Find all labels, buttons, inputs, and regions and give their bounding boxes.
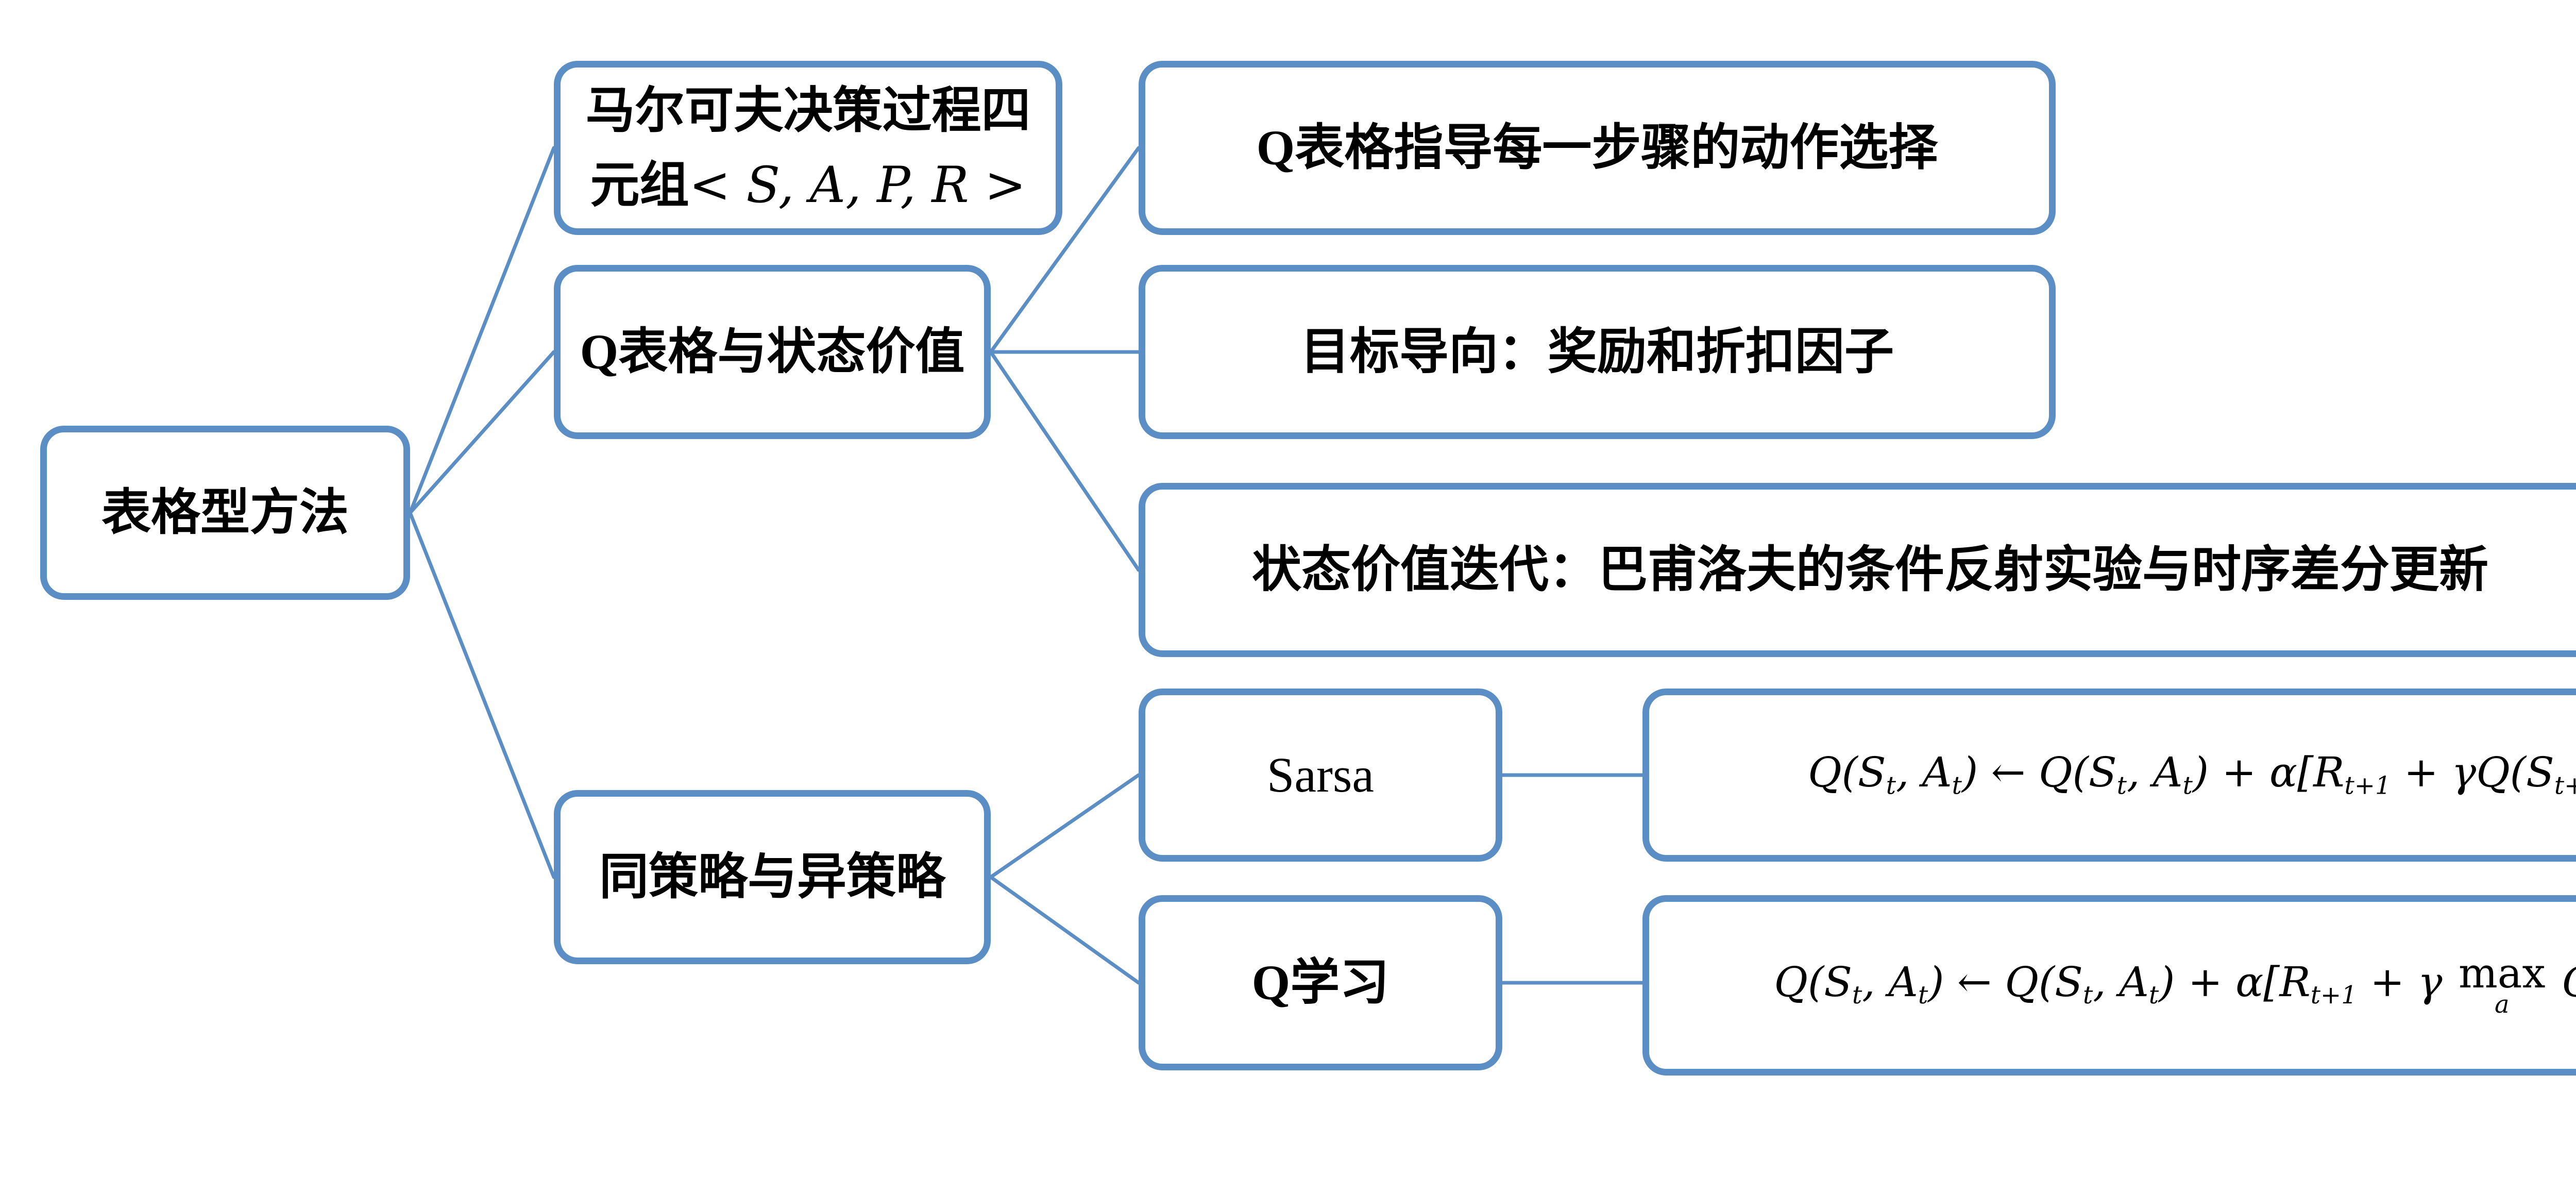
node-mdp-label-cn: 马尔可夫决策过程四元组 [585, 82, 1031, 213]
node-root-label: 表格型方法 [101, 485, 349, 541]
node-on-off-policy[interactable]: 同策略与异策略 [554, 790, 991, 964]
node-mdp-label: 马尔可夫决策过程四元组< S, A, P, R > [576, 74, 1040, 223]
node-state-value-iteration[interactable]: 状态价值迭代：巴甫洛夫的条件反射实验与时序差分更新 [1139, 483, 2576, 657]
connector-qtable-child3 [989, 350, 1141, 572]
connector-policy-sarsa [989, 773, 1141, 879]
connector-root-policy [408, 511, 556, 879]
node-q-table-guides-action-label: Q表格指导每一步骤的动作选择 [1256, 120, 1938, 176]
node-q-learning[interactable]: Q学习 [1139, 895, 1502, 1070]
node-on-off-policy-label: 同策略与异策略 [599, 849, 945, 905]
node-root[interactable]: 表格型方法 [40, 426, 410, 600]
sarsa-update-formula: Q(St, At) ← Q(St, At) + α[Rt+1 + γQ(St+1… [1808, 748, 2576, 800]
node-q-table-state-value-label: Q表格与状态价值 [580, 324, 965, 380]
node-sarsa-formula[interactable]: Q(St, At) ← Q(St, At) + α[Rt+1 + γQ(St+1… [1642, 689, 2576, 862]
connector-qtable-child1 [989, 146, 1141, 354]
node-mdp-tuple[interactable]: 马尔可夫决策过程四元组< S, A, P, R > [554, 61, 1062, 235]
node-goal-oriented[interactable]: 目标导向：奖励和折扣因子 [1139, 265, 2056, 439]
node-mdp-label-math: < S, A, P, R > [689, 156, 1026, 214]
connector-root-mdp [408, 146, 556, 515]
node-goal-oriented-label: 目标导向：奖励和折扣因子 [1300, 324, 1894, 380]
node-sarsa[interactable]: Sarsa [1139, 689, 1502, 862]
node-q-table-guides-action[interactable]: Q表格指导每一步骤的动作选择 [1139, 61, 2056, 235]
connector-policy-qlearning [989, 875, 1141, 985]
connector-root-qtable [408, 350, 556, 515]
node-sarsa-label: Sarsa [1267, 747, 1374, 803]
node-state-value-iteration-label: 状态价值迭代：巴甫洛夫的条件反射实验与时序差分更新 [1252, 542, 2488, 598]
node-q-learning-label: Q学习 [1251, 955, 1389, 1011]
node-q-table-state-value[interactable]: Q表格与状态价值 [554, 265, 991, 439]
